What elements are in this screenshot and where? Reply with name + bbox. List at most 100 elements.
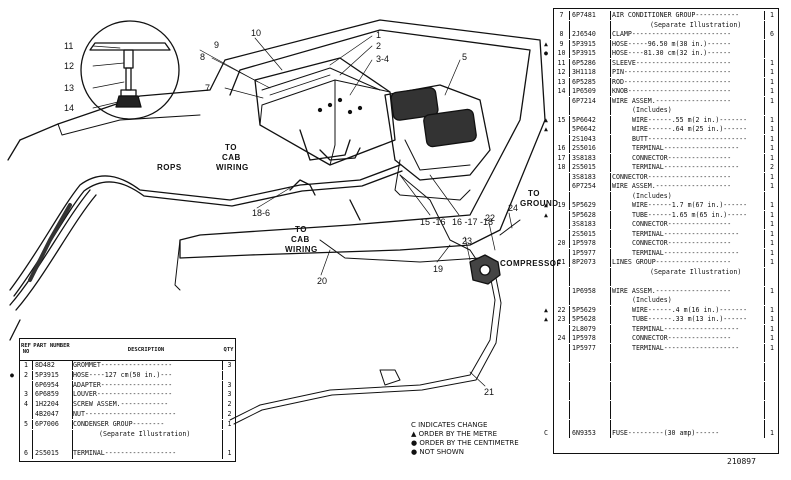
part-number: 6P5286 xyxy=(570,58,611,68)
description: AIR CONDITIONER GROUP----------- xyxy=(612,11,740,19)
ref-no xyxy=(554,229,570,239)
parts-row: (Separate Illustration) xyxy=(554,267,779,277)
quantity: 1 xyxy=(764,201,779,211)
parts-row xyxy=(554,362,778,372)
description: WIRE------.55 m(2 in.)------- xyxy=(632,115,748,124)
ref-no: 16 xyxy=(554,144,570,154)
callout-19: 19 xyxy=(433,264,443,274)
quantity: 1 xyxy=(764,258,779,268)
condenser-unit xyxy=(384,84,491,201)
part-number: 1P6509 xyxy=(570,87,611,97)
parts-row xyxy=(554,410,778,420)
ref-no xyxy=(554,125,570,135)
part-number: 2J6540 xyxy=(570,30,611,40)
part-number: 8D482 xyxy=(33,361,73,371)
to-ground-label-line1: TO xyxy=(528,189,540,198)
ref-no xyxy=(554,277,570,287)
quantity: 1 xyxy=(222,419,236,430)
order-mark: ▲ xyxy=(544,210,548,219)
part-number: 2S5015 xyxy=(570,163,611,173)
quantity: 3 xyxy=(222,390,236,400)
description: TERMINAL------------------- xyxy=(632,248,740,257)
callout-1: 1 xyxy=(376,30,381,40)
parts-list-left-header: REF NO PART NUMBER DESCRIPTION QTY xyxy=(20,339,235,361)
quantity: 1 xyxy=(764,315,779,325)
part-number xyxy=(570,419,611,429)
part-number: 3S8183 xyxy=(570,220,611,230)
callout-20: 20 xyxy=(317,276,327,286)
compressor-label: COMPRESSOR xyxy=(500,259,560,268)
description: WIRE------.4 m(16 in.)------- xyxy=(632,305,748,314)
quantity: 1 xyxy=(764,334,779,344)
part-number: 2L8079 xyxy=(570,324,611,334)
ref-no xyxy=(20,410,33,420)
part-number: 1P5977 xyxy=(570,248,611,258)
header-description: DESCRIPTION xyxy=(127,347,165,353)
callout-5: 5 xyxy=(462,52,467,62)
part-number xyxy=(570,277,611,287)
ref-no: 5 xyxy=(20,419,33,430)
order-mark: ▲ xyxy=(544,305,548,314)
callout-leaders xyxy=(92,35,513,387)
description: TERMINAL------------------- xyxy=(632,163,740,171)
ref-no xyxy=(554,343,570,353)
part-number: 2S1043 xyxy=(570,134,611,144)
legend-change: C INDICATES CHANGE xyxy=(411,421,488,429)
quantity: 1 xyxy=(222,449,236,459)
part-number xyxy=(570,400,611,410)
quantity xyxy=(222,370,236,381)
part-number: 4B2047 xyxy=(33,410,73,420)
legend-not-shown: ● NOT SHOWN xyxy=(411,448,464,456)
parts-list-left: REF NO PART NUMBER DESCRIPTION QTY 1 8D48… xyxy=(10,338,236,462)
ref-no xyxy=(554,220,570,230)
parts-row xyxy=(554,400,779,410)
quantity: 1 xyxy=(764,210,779,220)
compressor xyxy=(469,254,501,285)
quantity: 1 xyxy=(764,286,779,296)
part-number: 6P7006 xyxy=(33,419,73,430)
ref-no xyxy=(554,324,570,334)
part-number xyxy=(33,429,73,439)
description: GROMMET------------------ xyxy=(73,361,173,369)
ref-no: 15 xyxy=(554,115,570,125)
description: TERMINAL------------------ xyxy=(73,449,177,458)
ref-no: 9 xyxy=(554,39,570,49)
quantity: 6 xyxy=(764,30,779,40)
cab-roof xyxy=(7,19,546,291)
header-qty: QTY xyxy=(223,347,234,353)
ref-no: 7 xyxy=(554,11,570,21)
callout-24: 24 xyxy=(508,203,518,213)
part-number xyxy=(570,372,611,382)
order-mark: ● xyxy=(544,49,548,57)
part-number: 8P2073 xyxy=(570,258,611,268)
parts-row xyxy=(554,372,778,382)
parts-row xyxy=(554,381,778,391)
description: (Separate Illustration) xyxy=(99,429,191,438)
rops-label: ROPS xyxy=(157,163,182,172)
ref-no xyxy=(20,429,33,439)
description: (Separate Illustration) xyxy=(650,267,742,276)
description: FUSE---------(30 amp)------ xyxy=(612,429,720,437)
callout-23: 23 xyxy=(462,236,472,246)
ref-no xyxy=(554,191,570,201)
part-number: 3H1118 xyxy=(570,68,611,78)
ref-no: 24 xyxy=(554,334,570,344)
quantity xyxy=(764,267,779,277)
description: (Includes) xyxy=(632,191,672,200)
description: SLEEVE------------------------ xyxy=(612,58,732,67)
callout-14: 14 xyxy=(64,103,74,113)
to-cab-wiring-label-line2: CAB xyxy=(222,153,241,162)
quantity: 1 xyxy=(764,153,779,163)
part-number: 6P7254 xyxy=(570,182,611,192)
ref-no xyxy=(554,419,570,429)
quantity xyxy=(764,400,779,410)
legend: C INDICATES CHANGE ▲ ORDER BY THE METRE … xyxy=(411,421,519,457)
